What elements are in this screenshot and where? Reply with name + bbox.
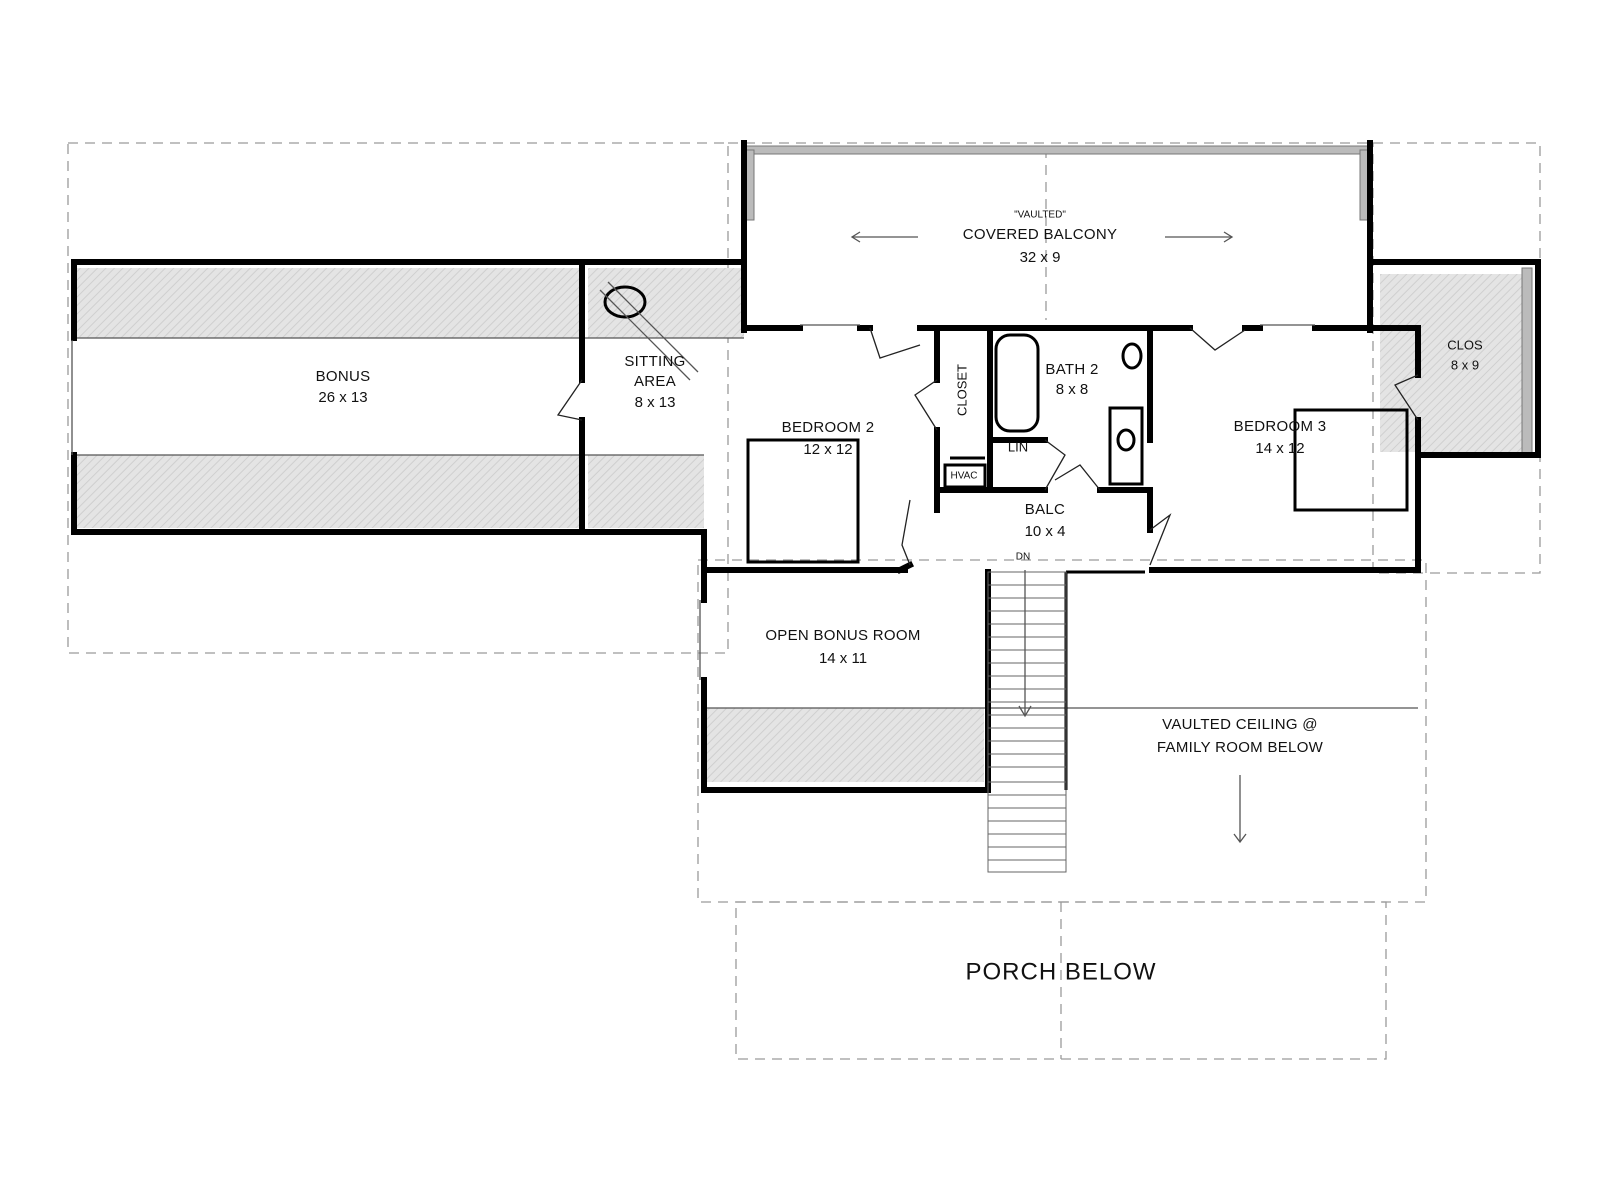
- bedroom-2-label: BEDROOM 2: [782, 419, 875, 436]
- balcony-size: 32 x 9: [1020, 249, 1061, 266]
- chair-sitting-area: [603, 285, 647, 319]
- balc-size: 10 x 4: [1025, 523, 1066, 540]
- vaulted-label-1: VAULTED CEILING @: [1162, 716, 1318, 733]
- vanity: [1108, 406, 1144, 486]
- stair-dn-label: DN: [1016, 552, 1030, 563]
- hvac-label: HVAC: [950, 471, 977, 482]
- sink: [1116, 428, 1136, 452]
- bonus-label: BONUS: [316, 368, 371, 385]
- sitting-size: 8 x 13: [635, 394, 676, 411]
- open-bonus-label: OPEN BONUS ROOM: [765, 627, 920, 644]
- hatched-areas: [74, 268, 1532, 782]
- bed-bedroom-2: [746, 438, 860, 564]
- clos-size: 8 x 9: [1451, 357, 1479, 372]
- lin-label: LIN: [1008, 439, 1028, 454]
- bath-2-label: BATH 2: [1045, 361, 1098, 378]
- balcony-note: "VAULTED": [1014, 210, 1066, 221]
- toilet: [1121, 342, 1143, 370]
- bedroom-3-label: BEDROOM 3: [1234, 418, 1327, 435]
- clos-label: CLOS: [1447, 337, 1483, 352]
- balcony-label: COVERED BALCONY: [963, 226, 1118, 243]
- open-bonus-size: 14 x 11: [819, 650, 867, 667]
- room-labels: BONUS 26 x 13 SITTING AREA 8 x 13 "VAULT…: [316, 210, 1483, 986]
- bathtub: [994, 333, 1040, 433]
- sitting-label-2: AREA: [634, 373, 676, 390]
- stair: [987, 570, 1067, 873]
- bonus-size: 26 x 13: [318, 389, 367, 406]
- arrows: [850, 231, 1247, 844]
- closet-label: CLOSET: [954, 364, 969, 416]
- sitting-label-1: SITTING: [624, 353, 685, 370]
- bedroom-2-size: 12 x 12: [803, 441, 852, 458]
- fixtures: [599, 281, 1409, 564]
- doors: [556, 327, 1419, 566]
- vaulted-label-2: FAMILY ROOM BELOW: [1157, 739, 1324, 756]
- bed-bedroom-3: [1293, 408, 1409, 512]
- bedroom-3-size: 14 x 12: [1255, 440, 1304, 457]
- windows: [71, 324, 1315, 680]
- porch-label: PORCH BELOW: [965, 958, 1156, 985]
- bath-2-size: 8 x 8: [1056, 381, 1089, 398]
- balc-label: BALC: [1025, 501, 1065, 518]
